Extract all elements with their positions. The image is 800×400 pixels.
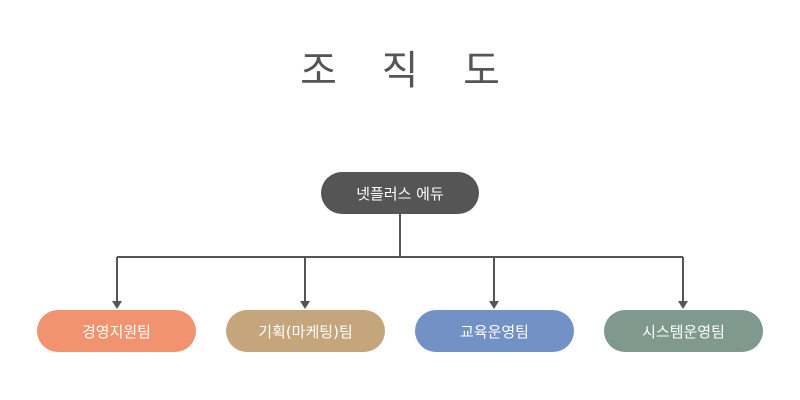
arrow-down-icon <box>300 301 310 309</box>
team-node-management-support: 경영지원팀 <box>37 310 196 352</box>
arrow-down-icon <box>678 301 688 309</box>
team-node-education-operations: 교육운영팀 <box>415 310 574 352</box>
team-node-label: 기획(마케팅)팀 <box>258 322 353 341</box>
root-node-label: 넷플러스 에듀 <box>356 184 444 203</box>
team-node-label: 경영지원팀 <box>81 322 151 341</box>
page-title: 조 직 도 <box>300 48 516 94</box>
team-node-label: 시스템운영팀 <box>642 322 725 341</box>
arrow-down-icon <box>112 301 122 309</box>
team-node-planning-marketing: 기획(마케팅)팀 <box>226 310 385 352</box>
team-node-label: 교육운영팀 <box>459 322 529 341</box>
team-node-system-operations: 시스템운영팀 <box>604 310 763 352</box>
arrow-down-icon <box>489 301 499 309</box>
root-node: 넷플러스 에듀 <box>321 172 479 214</box>
